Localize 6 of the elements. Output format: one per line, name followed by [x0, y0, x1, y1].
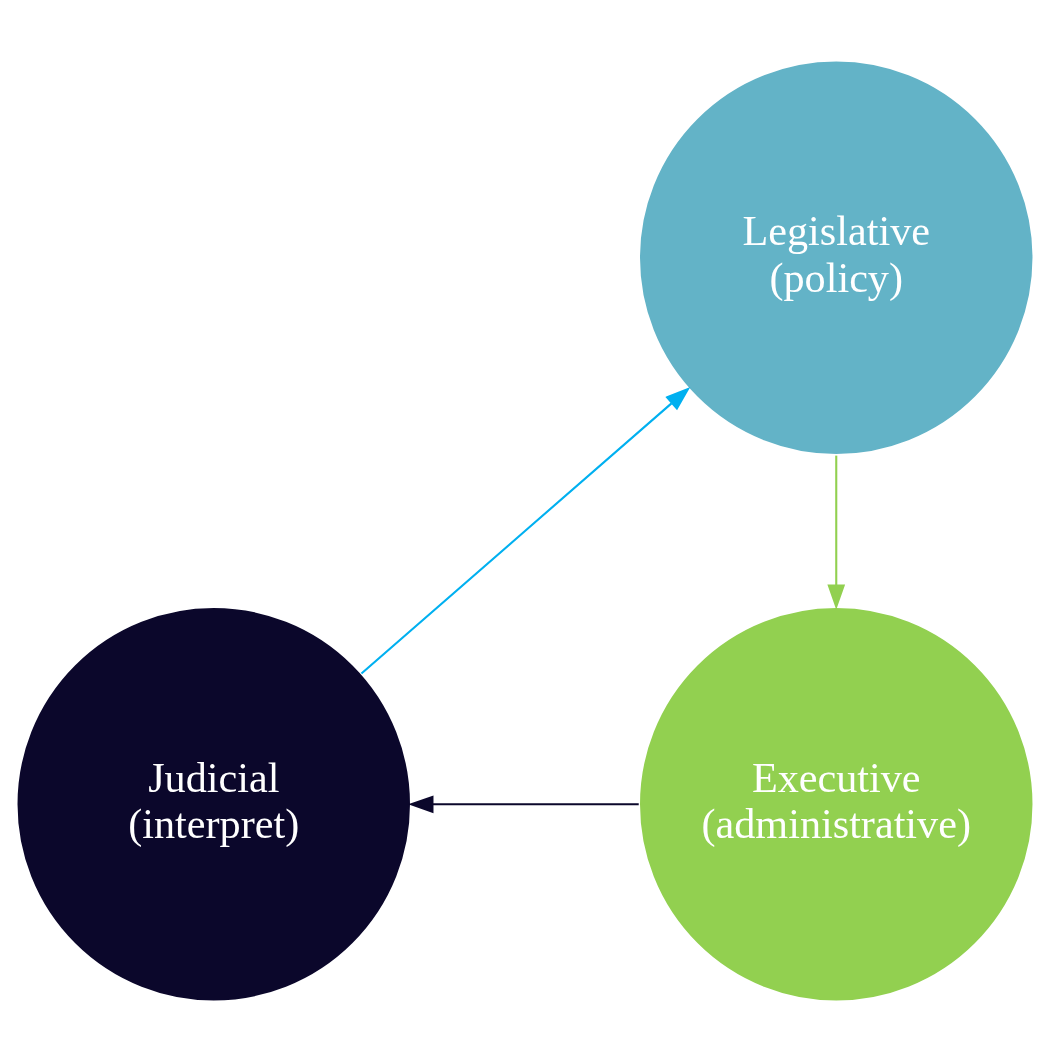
node-circle: Judicial (interpret) — [15, 605, 413, 1003]
arrow — [827, 455, 846, 610]
arrow — [360, 386, 691, 675]
node-circle: Executive (administrative) — [637, 605, 1035, 1003]
node-circle: Legislative (policy) — [637, 59, 1035, 457]
arrow — [408, 795, 639, 814]
